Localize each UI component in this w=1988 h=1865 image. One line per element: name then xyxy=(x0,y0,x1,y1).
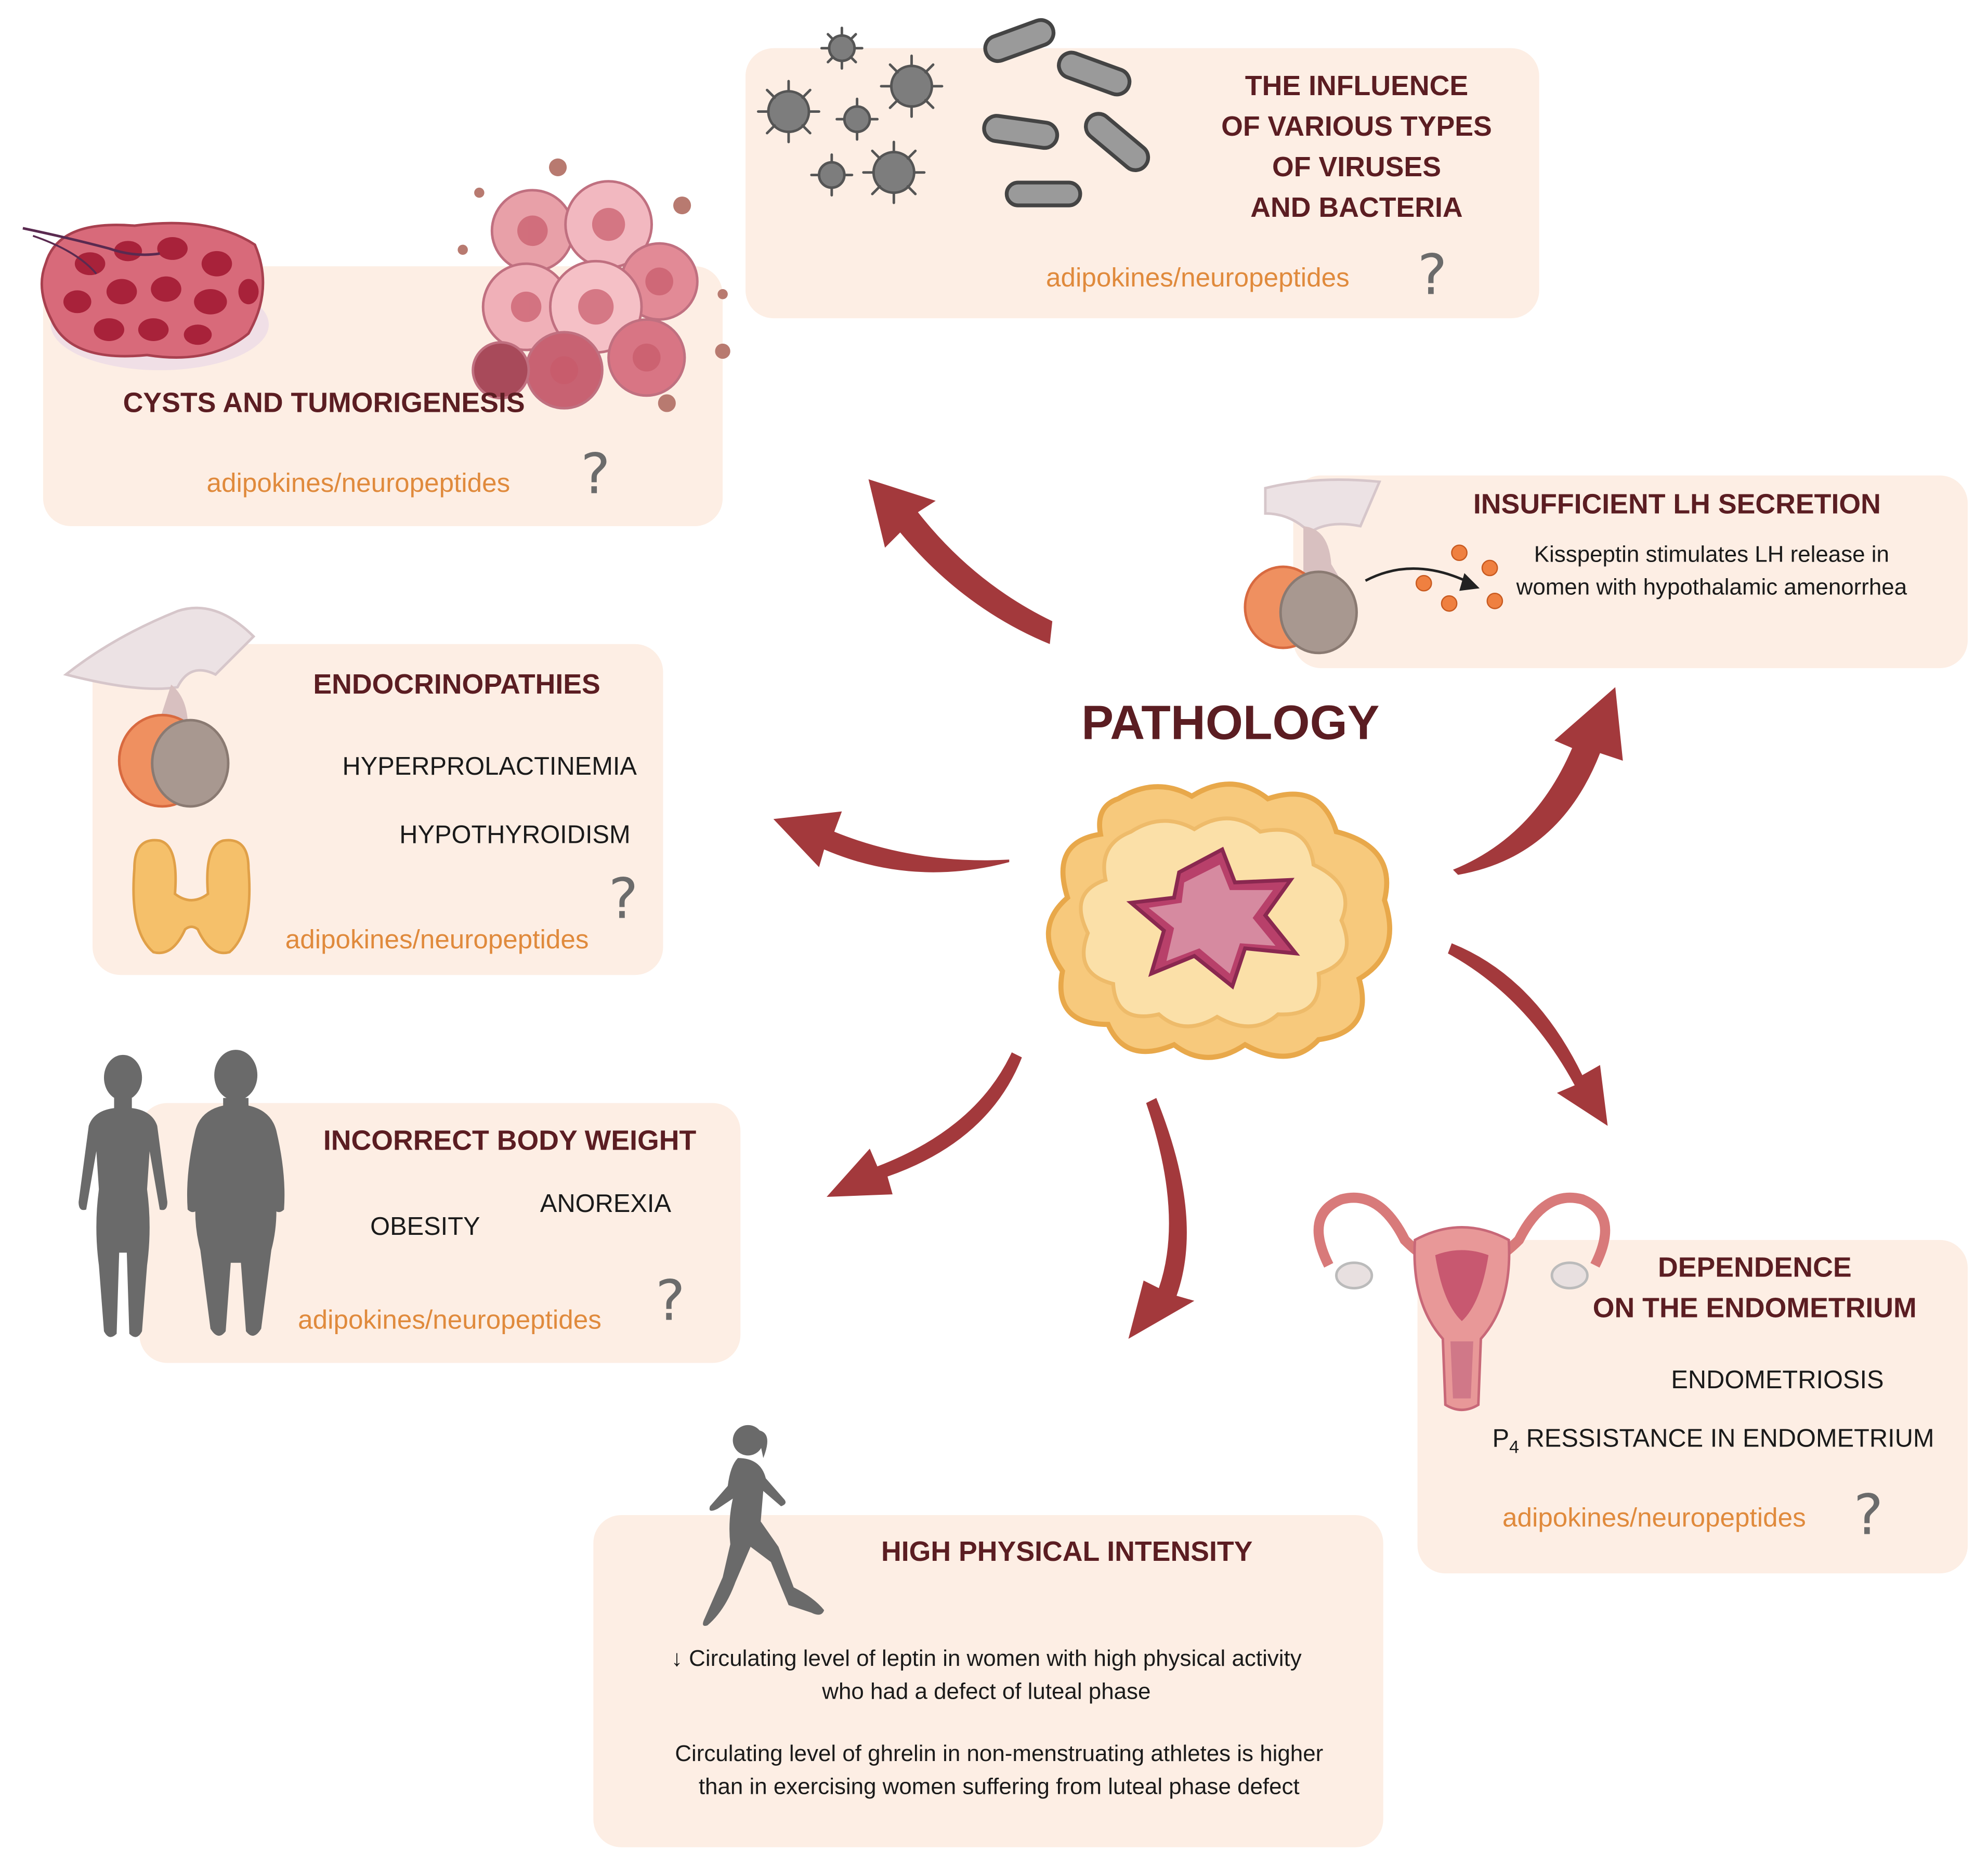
bacteria-icon xyxy=(982,18,1150,207)
weight-item-obesity: OBESITY xyxy=(370,1213,480,1242)
center-title: PATHOLOGY xyxy=(1081,697,1380,751)
virus-icon xyxy=(756,27,944,204)
viruses-adipo-label: adipokines/neuropeptides xyxy=(1046,264,1350,293)
physical-ghrelin-text: Circulating level of ghrelin in non-mens… xyxy=(675,1741,1324,1799)
thyroid-icon xyxy=(132,839,251,955)
endo-question-mark: ? xyxy=(608,867,638,932)
endometrium-adipo-label: adipokines/neuropeptides xyxy=(1502,1504,1806,1533)
lh-description: Kisspeptin stimulates LH release in wome… xyxy=(1516,541,1907,600)
runner-icon xyxy=(703,1425,825,1626)
follicle-icon xyxy=(1045,781,1392,1060)
endo-title: ENDOCRINOPATHIES xyxy=(313,668,600,700)
endo-item-hypothyroidism: HYPOTHYROIDISM xyxy=(399,821,631,850)
endometrium-title-line-1: DEPENDENCE xyxy=(1657,1251,1852,1283)
endo-item-hyperprolactinemia: HYPERPROLACTINEMIA xyxy=(342,753,637,781)
physical-leptin-text: ↓ Circulating level of leptin in women w… xyxy=(657,1642,1316,1708)
physical-title: HIGH PHYSICAL INTENSITY xyxy=(881,1535,1253,1567)
lh-release-arrow-icon xyxy=(1365,544,1503,612)
viruses-title-line-1: THE INFLUENCE xyxy=(1245,70,1469,102)
weight-item-anorexia: ANOREXIA xyxy=(540,1190,672,1219)
physical-leptin-body: Circulating level of leptin in women wit… xyxy=(682,1646,1302,1704)
uterus-icon xyxy=(1313,1192,1611,1411)
cysts-question-mark: ? xyxy=(580,442,610,507)
endometrium-title-line-2: ON THE ENDOMETRIUM xyxy=(1592,1292,1917,1324)
endometrium-box xyxy=(1417,1240,1968,1574)
ovary-cyst-icon xyxy=(22,221,269,371)
pituitary-icon xyxy=(1244,478,1381,655)
weight-adipo-label: adipokines/neuropeptides xyxy=(298,1306,601,1335)
weight-title: INCORRECT BODY WEIGHT xyxy=(323,1124,697,1156)
p4-letter: P xyxy=(1492,1425,1510,1453)
lh-title: INSUFFICIENT LH SECRETION xyxy=(1473,488,1881,520)
viruses-title-line-3: OF VIRUSES xyxy=(1272,151,1442,183)
lh-box xyxy=(1293,475,1968,669)
cysts-title: CYSTS AND TUMORIGENESIS xyxy=(123,386,525,419)
obese-silhouette-icon xyxy=(187,1050,285,1336)
endometrium-item-endometriosis: ENDOMETRIOSIS xyxy=(1671,1366,1884,1395)
female-silhouette-icon xyxy=(79,1054,167,1337)
pituitary-icon xyxy=(63,606,256,808)
tumor-cells-icon xyxy=(457,158,730,412)
endo-adipo-label: adipokines/neuropeptides xyxy=(285,925,589,955)
viruses-title-line-2: OF VARIOUS TYPES xyxy=(1221,110,1492,142)
viruses-question-mark: ? xyxy=(1417,243,1447,308)
endometrium-item-p4-resistance: P4 RESSISTANCE IN ENDOMETRIUM xyxy=(1492,1425,1934,1457)
cysts-adipo-label: adipokines/neuropeptides xyxy=(206,469,511,499)
p4-rest: RESSISTANCE IN ENDOMETRIUM xyxy=(1519,1425,1934,1453)
down-arrow-icon: ↓ xyxy=(671,1646,683,1671)
endometrium-question-mark: ? xyxy=(1853,1483,1884,1548)
viruses-title-line-4: AND BACTERIA xyxy=(1250,191,1463,224)
weight-question-mark: ? xyxy=(655,1269,685,1334)
p4-subscript: 4 xyxy=(1509,1436,1520,1457)
